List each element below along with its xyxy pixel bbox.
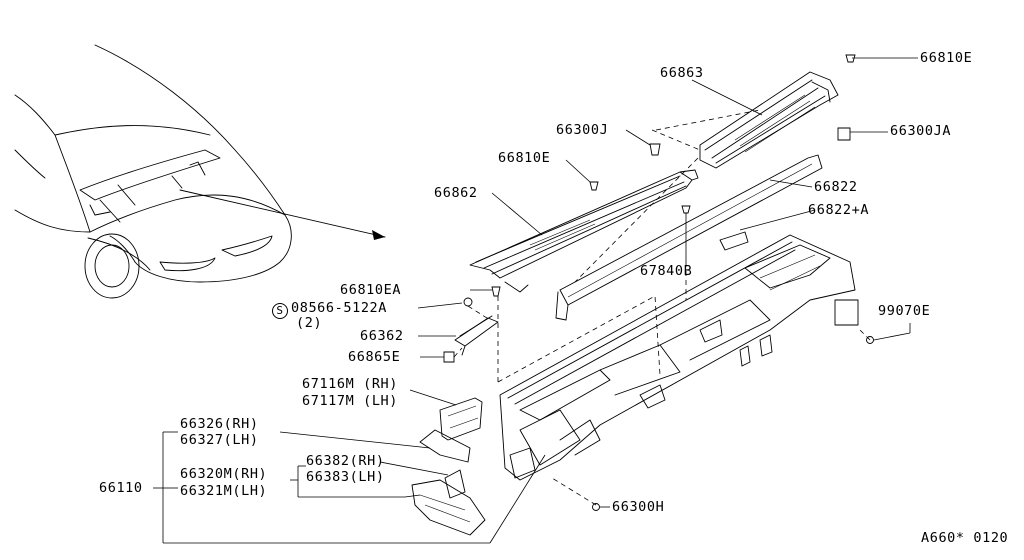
- part-66822: [555, 154, 823, 321]
- part-67116M: [439, 397, 483, 441]
- screw-symbol-icon: S: [272, 303, 288, 319]
- label-66326: 66326(RH): [180, 416, 259, 432]
- label-66383: 66383(LH): [306, 469, 385, 485]
- label-66320M: 66320M(RH): [180, 466, 268, 482]
- part-66382: [444, 469, 466, 499]
- label-99070E: 99070E: [878, 303, 931, 319]
- fasteners: [443, 54, 874, 511]
- diagram-code: A660* 0120: [921, 530, 1009, 546]
- assembly-lines: [453, 109, 871, 506]
- part-66862: [469, 169, 699, 293]
- label-67116M: 67116M (RH): [302, 376, 399, 392]
- label-66810E: 66810E: [920, 50, 973, 66]
- part-66326: [419, 429, 471, 463]
- part-66320M: [411, 479, 486, 536]
- label-66862: 66862: [434, 185, 478, 201]
- part-66863: [699, 71, 839, 169]
- label-66321M: 66321M(LH): [180, 483, 268, 499]
- label-66810E-lower: 66810E: [498, 150, 551, 166]
- label-66300JA: 66300JA: [890, 123, 952, 139]
- label-67117M: 67117M (LH): [302, 393, 399, 409]
- label-66382: 66382(RH): [306, 453, 385, 469]
- label-08566-text: 08566-5122A: [291, 300, 388, 316]
- label-66300J: 66300J: [556, 122, 609, 138]
- label-66300H: 66300H: [612, 499, 665, 515]
- label-66810EA: 66810EA: [340, 282, 402, 298]
- label-66822A: 66822+A: [808, 202, 870, 218]
- label-66110: 66110: [99, 480, 143, 496]
- part-66110: [499, 231, 859, 481]
- label-08566-qty: (2): [296, 315, 323, 331]
- label-66863: 66863: [660, 65, 704, 81]
- label-66865E: 66865E: [348, 349, 401, 365]
- leader-lines: [153, 57, 918, 544]
- vehicle-outline: [14, 44, 386, 299]
- label-66362: 66362: [360, 328, 404, 344]
- label-66822: 66822: [814, 179, 858, 195]
- part-66362: [454, 315, 499, 356]
- label-67840B: 67840B: [640, 263, 693, 279]
- label-66327: 66327(LH): [180, 432, 259, 448]
